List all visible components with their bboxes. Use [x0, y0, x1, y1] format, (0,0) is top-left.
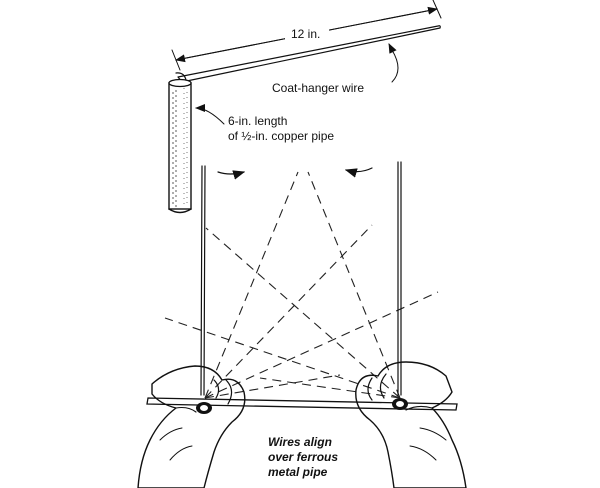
dimension-label: 12 in. — [291, 27, 320, 41]
coat-hanger-wire — [175, 25, 441, 83]
rod-detail: 12 in. Coat-hanger wire 6-in. length of … — [168, 0, 442, 214]
pipe-leader — [195, 104, 225, 125]
right-hand — [355, 361, 467, 488]
wire-label: Coat-hanger wire — [272, 81, 364, 95]
dowsing-rods — [200, 161, 402, 396]
pipe-label-line1: 6-in. length — [228, 114, 287, 128]
left-hand — [137, 365, 246, 488]
swing-arrow-right — [344, 167, 373, 178]
bottom-label-line3: metal pipe — [268, 465, 328, 479]
swing-arrow-left — [217, 170, 246, 180]
copper-pipe — [168, 78, 192, 214]
bottom-label-line2: over ferrous — [268, 450, 338, 464]
wire-leader — [388, 43, 399, 83]
pipe-label-line2: of ½-in. copper pipe — [228, 129, 334, 143]
ferrous-metal-pipe — [146, 397, 458, 411]
bottom-label: Wires align over ferrous metal pipe — [268, 435, 338, 479]
bottom-label-line1: Wires align — [268, 435, 332, 449]
rod-swing-paths — [164, 171, 439, 399]
